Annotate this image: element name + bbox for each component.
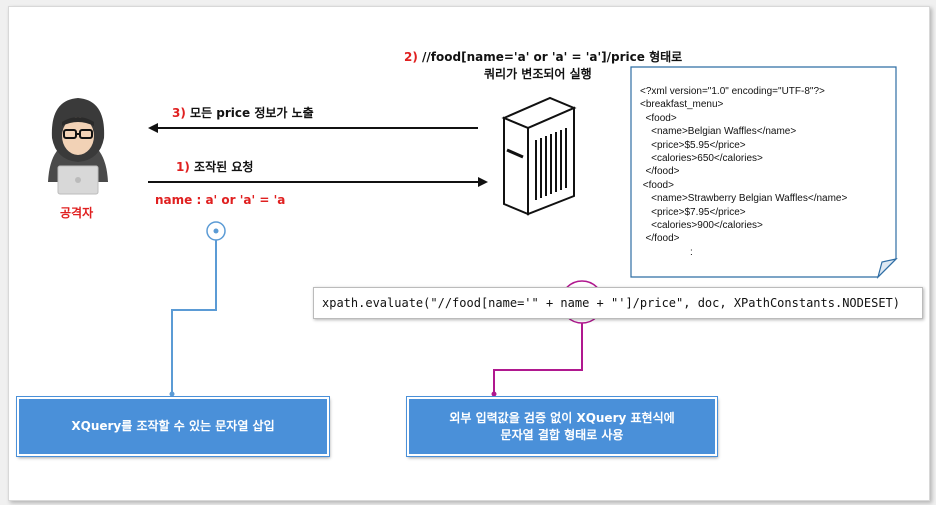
callout-right: 외부 입력값을 검증 없이 XQuery 표현식에 문자열 결합 형태로 사용 — [407, 397, 717, 456]
xml-line: <calories>900</calories> — [640, 220, 763, 231]
step2-number: 2) — [404, 50, 418, 64]
code-highlight-name: name — [560, 296, 590, 310]
xml-line: <food> — [640, 112, 677, 124]
xml-document-note — [630, 66, 898, 280]
step2-line2: 쿼리가 변조되어 실행 — [484, 67, 592, 81]
step1-text: 조작된 요청 — [194, 160, 254, 174]
xml-line: <calories>650</calories> — [640, 153, 763, 164]
attacker-label: 공격자 — [60, 206, 94, 220]
hacker-icon — [48, 98, 108, 195]
xml-line: </food> — [640, 166, 680, 178]
xml-line: <?xml version="1.0" encoding="UTF-8"?> — [640, 86, 825, 97]
step2-line1: //food[name='a' or 'a' = 'a']/price 형태로 — [422, 50, 683, 64]
xml-line: <price>$5.95</price> — [640, 139, 746, 151]
callout-right-line1: 외부 입력값을 검증 없이 XQuery 표현식에 — [449, 410, 675, 425]
xml-line: <name>Strawberry Belgian Waffles</name> — [640, 193, 848, 205]
step1-number: 1) — [176, 160, 190, 174]
xml-line: : — [640, 246, 693, 258]
code-before: xpath.evaluate("//food[name='" + — [322, 296, 561, 310]
injection-payload: name : a' or 'a' = 'a — [155, 193, 286, 207]
input-connector — [169, 221, 226, 397]
xml-line: </food> — [640, 233, 680, 245]
code-after: + "']/price", doc, XPathConstants.NODESE… — [589, 296, 900, 310]
callout-left-text: XQuery를 조작할 수 있는 문자열 삽입 — [71, 419, 275, 433]
step1-label: 1) 조작된 요청 — [176, 158, 253, 175]
code-snippet-box: xpath.evaluate("//food[name='" + name + … — [313, 287, 923, 319]
server-icon — [501, 96, 577, 216]
xml-line: <name>Belgian Waffles</name> — [640, 126, 797, 138]
xml-line: <price>$7.95</price> — [640, 206, 746, 218]
callout-right-line2: 문자열 결합 형태로 사용 — [500, 427, 624, 442]
step3-number: 3) — [172, 106, 186, 120]
xml-line: <breakfast_menu> — [640, 99, 724, 111]
step2-label: 2) //food[name='a' or 'a' = 'a']/price 형… — [404, 48, 682, 65]
step3-label: 3) 모든 price 정보가 노출 — [172, 104, 314, 121]
xml-line: <food> — [640, 179, 674, 191]
step3-text: 모든 price 정보가 노출 — [190, 106, 314, 120]
callout-left: XQuery를 조작할 수 있는 문자열 삽입 — [17, 397, 329, 456]
code-line: xpath.evaluate("//food[name='" + name + … — [322, 296, 900, 310]
